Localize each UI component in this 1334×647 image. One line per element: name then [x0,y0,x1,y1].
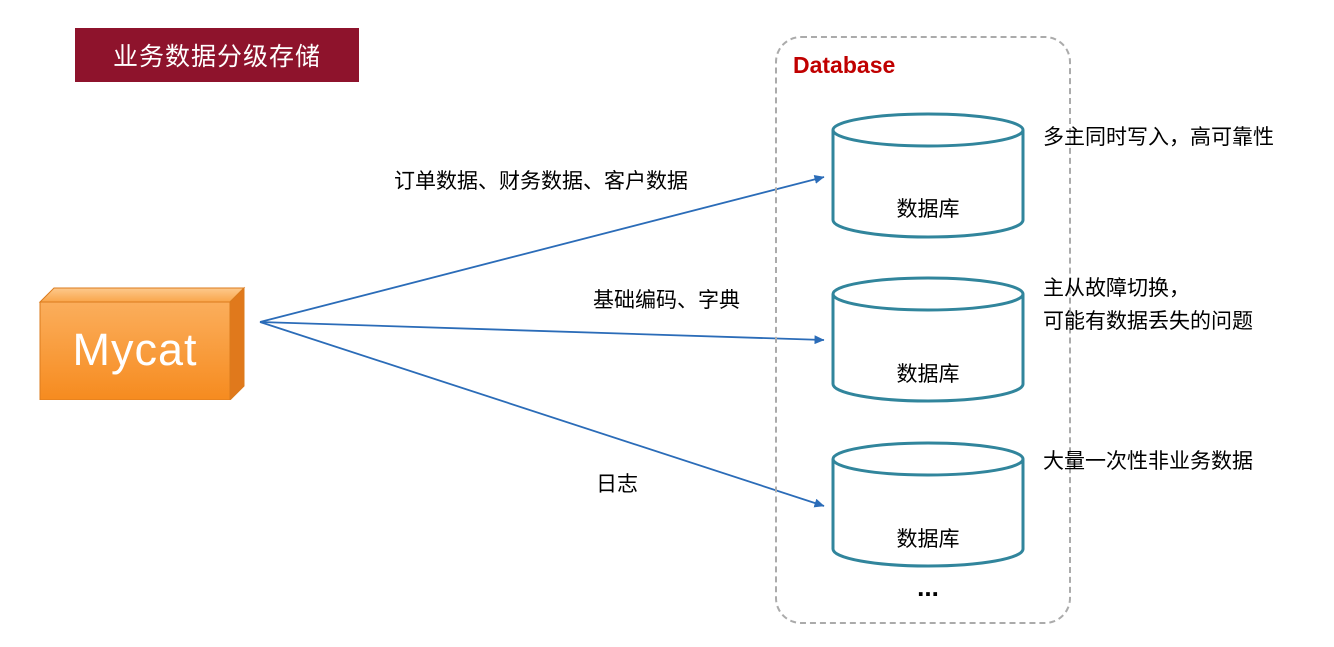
annotation-failover: 主从故障切换， 可能有数据丢失的问题 [1043,277,1253,333]
arrow-to-db3 [259,321,825,508]
database-group-box [775,36,1071,624]
database-label-2: 数据库 [896,363,960,386]
database-label-1: 数据库 [896,198,960,221]
annotation-multi-master: 多主同时写入，高可靠性 [1043,126,1274,149]
mycat-box-shape [38,286,246,400]
mycat-node-label: Mycat [72,324,198,375]
title-badge: 业务数据分级存储 [75,28,359,82]
arrow-label-logs: 日志 [596,473,638,496]
more-databases-ellipsis: ... [917,572,939,602]
database-group-title: Database [793,52,896,78]
mycat-box-top-face [38,287,246,303]
database-cylinder-3 [831,441,1025,568]
mycat-box-front-face [39,301,231,400]
arrow-to-db2 [259,321,825,345]
database-cylinder-2 [831,276,1025,403]
arrow-label-dictionary: 基础编码、字典 [593,289,740,312]
database-cylinder-1 [831,112,1025,239]
arrow-label-orders: 订单数据、财务数据、客户数据 [394,170,688,193]
annotation-bulk-data: 大量一次性非业务数据 [1043,450,1253,473]
mycat-box-side-face [229,286,245,400]
database-label-3: 数据库 [896,528,960,551]
